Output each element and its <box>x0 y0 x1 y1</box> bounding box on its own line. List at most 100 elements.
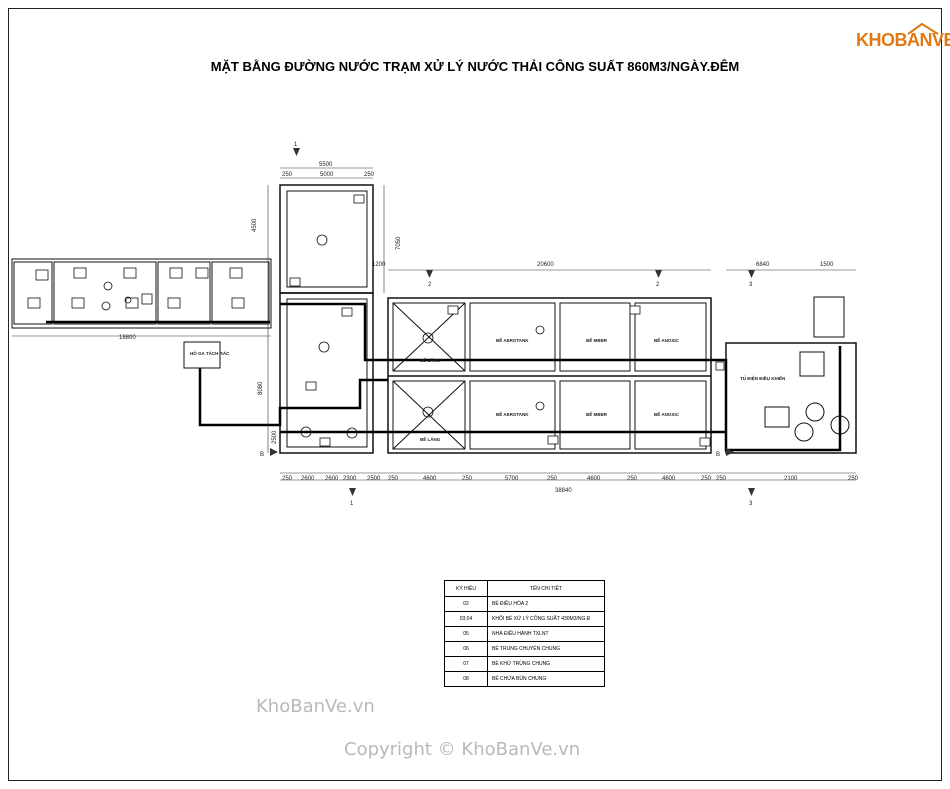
watermark: KhoBanVe.vn <box>256 696 375 717</box>
tank-left-cell <box>13 261 53 325</box>
dim-label: 4500 <box>252 218 258 232</box>
tank-left-cell <box>157 261 211 325</box>
legend-code: 03,04 <box>444 611 488 627</box>
section-mark: 3 <box>749 501 753 507</box>
blower-icon <box>794 422 814 442</box>
section-mark: 2 <box>428 282 432 288</box>
legend-header-code: KÝ HIỆU <box>444 580 488 597</box>
tank-anoxic-2 <box>634 380 707 450</box>
legend-header: KÝ HIỆU TÊN CHI TIẾT <box>444 580 605 597</box>
legend-row: 03,04 KHỐI BỂ XỬ LÝ CÔNG SUẤT 430M3/NG.Đ <box>444 611 605 627</box>
dim-label: 2500 <box>272 430 278 444</box>
watermark: Copyright © KhoBanVe.vn <box>344 739 581 760</box>
legend-code: 06 <box>444 641 488 657</box>
equipment-box <box>764 406 790 428</box>
settle-tank-2 <box>392 380 466 450</box>
room-label: BỂ ANOXIC <box>654 337 680 343</box>
room-label: BỂ ANOXIC <box>654 411 680 417</box>
control-building <box>725 342 857 454</box>
dim-label: 250 <box>462 476 473 482</box>
dim-label: 5500 <box>319 162 333 168</box>
dim-label: 2600 <box>325 476 339 482</box>
dim-label: 250 <box>547 476 558 482</box>
tank-aerotank-1 <box>469 302 556 372</box>
dim-label: 250 <box>282 172 293 178</box>
dim-label: 250 <box>364 172 375 178</box>
legend-name: BỂ CHỨA BÙN CHUNG <box>487 671 605 687</box>
legend-name: KHỐI BỂ XỬ LÝ CÔNG SUẤT 430M3/NG.Đ <box>487 611 605 627</box>
dim-label: 2300 <box>343 476 357 482</box>
dim-label: 2500 <box>367 476 381 482</box>
tank-left-cell <box>53 261 157 325</box>
tank-left-cell <box>211 261 270 325</box>
dim-label: 250 <box>716 476 727 482</box>
section-mark: B <box>716 452 720 458</box>
tank-mbbr-1 <box>559 302 631 372</box>
section-mark: B <box>260 452 264 458</box>
room-label: TỦ ĐIỆN ĐIỀU KHIỂN <box>740 374 785 381</box>
legend-code: 02 <box>444 596 488 612</box>
legend-name: NHÀ ĐIỀU HÀNH TXLNT <box>487 626 605 642</box>
dim-label: 1200 <box>372 262 386 268</box>
dim-label: 6840 <box>756 262 770 268</box>
legend-code: 05 <box>444 626 488 642</box>
dim-label: 5000 <box>320 172 334 178</box>
dim-label: 250 <box>282 476 293 482</box>
dim-label: 250 <box>627 476 638 482</box>
equipment-box <box>799 351 825 377</box>
dim-label: 8080 <box>258 381 264 395</box>
legend-code: 08 <box>444 671 488 687</box>
section-mark: 3 <box>749 282 753 288</box>
legend-name: BỂ ĐIỀU HÒA 2 <box>487 596 605 612</box>
dim-label: 1500 <box>820 262 834 268</box>
grit-chamber <box>183 341 221 369</box>
room-label: BỂ LẮNG <box>420 356 441 363</box>
dim-label: 18800 <box>119 335 136 341</box>
tank-middle-inner <box>286 298 368 448</box>
logo-roof-icon <box>907 22 939 35</box>
tank-left <box>11 258 272 329</box>
legend-name: BỂ KHỬ TRÙNG CHUNG <box>487 656 605 672</box>
tank-anoxic-1 <box>634 302 707 372</box>
drawing-frame <box>8 8 942 781</box>
khobanve-logo: KHOBANVE <box>856 22 950 52</box>
dim-label: 4600 <box>662 476 676 482</box>
section-mark: 1 <box>294 142 298 148</box>
tank-mbbr-2 <box>559 380 631 450</box>
site-plan: 5500 250 5000 250 1200 20600 6840 1500 1… <box>11 142 859 507</box>
settle-tank-1 <box>392 302 466 372</box>
dim-label: 38840 <box>555 488 572 494</box>
dim-label: 7050 <box>396 236 402 250</box>
room-label: HỐ GA TÁCH RÁC <box>190 350 230 356</box>
legend-table: KÝ HIỆU TÊN CHI TIẾT 02 BỂ ĐIỀU HÒA 2 03… <box>444 580 605 687</box>
tank-upper-inner <box>286 190 368 288</box>
dim-label: 250 <box>388 476 399 482</box>
legend-row: 06 BỂ TRUNG CHUYỂN CHUNG <box>444 641 605 657</box>
section-mark: 2 <box>656 282 660 288</box>
legend-row: 05 NHÀ ĐIỀU HÀNH TXLNT <box>444 626 605 642</box>
blower-icon <box>805 402 825 422</box>
room-label: BỂ MBBR <box>586 411 608 417</box>
legend-name: BỂ TRUNG CHUYỂN CHUNG <box>487 641 605 657</box>
dim-label: 250 <box>701 476 712 482</box>
dim-label: 250 <box>848 476 859 482</box>
dim-label: 2100 <box>784 476 798 482</box>
legend-row: 02 BỂ ĐIỀU HÒA 2 <box>444 596 605 612</box>
dim-label: 4600 <box>587 476 601 482</box>
room-label: BỂ LẮNG <box>420 435 441 442</box>
tank-middle <box>279 292 374 454</box>
section-mark: 1 <box>350 501 354 507</box>
drawing-title: MẶT BẰNG ĐƯỜNG NƯỚC TRẠM XỬ LÝ NƯỚC THẢI… <box>210 59 740 74</box>
legend-code: 07 <box>444 656 488 672</box>
tank-aerotank-2 <box>469 380 556 450</box>
legend-row: 08 BỂ CHỨA BÙN CHUNG <box>444 671 605 687</box>
right-small-tank <box>813 296 845 338</box>
dim-label: 5700 <box>505 476 519 482</box>
dim-label: 2600 <box>301 476 315 482</box>
legend-row: 07 BỂ KHỬ TRÙNG CHUNG <box>444 656 605 672</box>
dim-label: 4600 <box>423 476 437 482</box>
dim-label: 20600 <box>537 262 554 268</box>
room-label: BỂ AEROTANK <box>496 337 529 343</box>
room-label: BỂ MBBR <box>586 337 608 343</box>
logo-text: KHOBANVE <box>856 30 950 50</box>
